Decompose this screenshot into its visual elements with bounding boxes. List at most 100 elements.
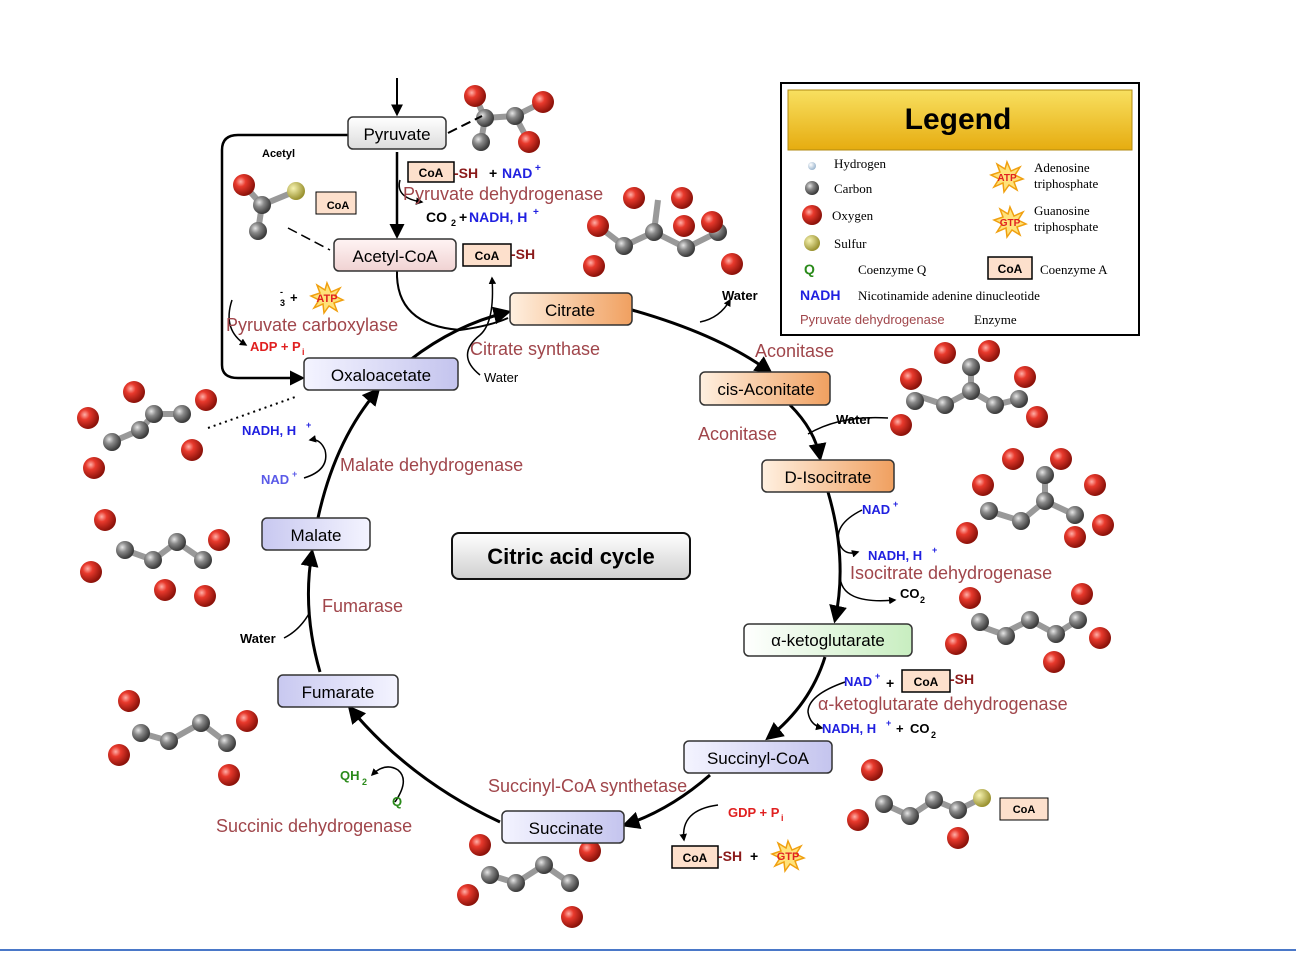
mdh-side-arrow [303, 435, 327, 479]
alpha-ketoglutarate-box[interactable] [743, 623, 913, 657]
coa-box-pdh [407, 161, 455, 183]
legend-enzyme-example: Pyruvate dehydrogenase [800, 312, 945, 327]
arrow-malate-to-oxaloacetate [316, 387, 381, 519]
sdh-q: Q [392, 794, 402, 809]
pdh-co2: CO [426, 209, 447, 225]
pc-adp-pi: ADP + P [250, 339, 301, 354]
idh-nad: NAD [862, 502, 890, 517]
oxaloacetate-molecule-connector [207, 395, 299, 429]
arrow-fumarate-to-malate [300, 548, 322, 673]
pc-pi-sub: i [302, 347, 305, 357]
pdh-side-arrow [398, 179, 424, 205]
enzyme-citrate-synthase: Citrate synthase [470, 339, 600, 359]
molecule-cis-aconitate [890, 340, 1048, 436]
pdh-nad-sup: + [535, 163, 541, 174]
mdh-nad: NAD [261, 472, 289, 487]
pyruvate-molecule-connector [447, 115, 483, 134]
legend-coenzyme-a: Coenzyme A [1040, 262, 1108, 277]
cis-aconitate-box[interactable] [699, 371, 831, 406]
scs-side-arrow [679, 804, 719, 842]
fumarase-water: Water [240, 631, 276, 646]
cycle-title: Citric acid cycle [487, 544, 655, 569]
d-isocitrate-box[interactable] [761, 459, 895, 493]
succinyl-coa-box[interactable] [683, 740, 833, 774]
akgdh-plus-2: + [896, 721, 904, 736]
scs-gtp: GTP [777, 851, 800, 863]
legend-oxygen: Oxygen [832, 208, 874, 223]
idh-nadh-sup: + [932, 545, 937, 555]
arrow-pyruvate-to-oxaloacetate [220, 133, 348, 386]
succinate-box[interactable] [501, 810, 625, 844]
legend-panel: Legend Hydrogen Carbon Oxygen Sulfur Q C… [780, 82, 1140, 336]
molecule-oxaloacetate [77, 381, 217, 479]
enzyme-pyruvate-dehydrogenase: Pyruvate dehydrogenase [403, 184, 603, 204]
enzyme-aconitase-1: Aconitase [755, 341, 834, 361]
carbon-icon [805, 181, 819, 195]
akgdh-nadh-sup: + [886, 718, 891, 728]
coa-scs-label: CoA [683, 851, 708, 865]
cs-sh: -SH [511, 246, 535, 262]
sdh-side-arrow [370, 766, 404, 803]
akgdh-co2: CO [910, 721, 930, 736]
succinyl-coa-coa-label: CoA [1013, 804, 1036, 816]
malate-box[interactable] [261, 517, 371, 551]
alpha-ketoglutarate-label: α-ketoglutarate [771, 631, 885, 650]
scs-sh: -SH [718, 848, 742, 864]
legend-hydrogen: Hydrogen [834, 156, 886, 171]
arrow-akg-to-succinylcoa [765, 656, 827, 741]
molecule-citrate [583, 187, 743, 277]
molecule-isocitrate [956, 448, 1114, 548]
acetyl-coa-box[interactable] [333, 238, 457, 272]
enzyme-succinyl-coa-synthetase: Succinyl-CoA synthetase [488, 776, 687, 796]
molecule-pyruvate [464, 85, 554, 153]
molecule-fumarate [108, 690, 258, 786]
coa-box-citrate-synthase [462, 243, 512, 267]
arrow-succinylcoa-to-succinate [621, 773, 711, 829]
legend-guanosine: Guanosine [1034, 203, 1090, 218]
enzyme-malate-dehydrogenase: Malate dehydrogenase [340, 455, 523, 475]
legend-nadh: Nicotinamide adenine dinucleotide [858, 288, 1040, 303]
legend-atp-symbol: ATP [997, 173, 1017, 184]
pyruvate-label: Pyruvate [363, 125, 430, 144]
hydrogen-icon [808, 162, 816, 170]
legend-carbon: Carbon [834, 181, 873, 196]
enzyme-akg-dehydrogenase: α-ketoglutarate dehydrogenase [818, 694, 1068, 714]
akgdh-nad-sup: + [875, 671, 880, 681]
enzyme-isocitrate-dehydrogenase: Isocitrate dehydrogenase [850, 563, 1052, 583]
oxaloacetate-label: Oxaloacetate [331, 366, 431, 385]
pdh-nadh-h: NADH, H [469, 209, 527, 225]
oxygen-icon [802, 205, 822, 225]
pdh-co2-sub: 2 [451, 218, 456, 228]
pdh-plus: + [489, 165, 497, 181]
pc-hco3-sup: - [280, 287, 283, 297]
oxaloacetate-box[interactable] [303, 357, 459, 391]
enzyme-aconitase-2: Aconitase [698, 424, 777, 444]
citrate-box[interactable] [509, 292, 633, 326]
fumarate-box[interactable] [277, 674, 399, 708]
molecule-acetyl [233, 174, 357, 240]
akgdh-co2-sub: 2 [931, 730, 936, 740]
pc-hco3-sub: 3 [280, 298, 285, 308]
arrow-succinate-to-fumarate [347, 705, 501, 824]
idh-co2: CO [900, 586, 920, 601]
akgdh-nadh-h: NADH, H [822, 721, 876, 736]
cycle-title-box [451, 532, 691, 580]
cis-aconitate-label: cis-Aconitate [717, 380, 814, 399]
molecule-malate [80, 509, 230, 607]
legend-gtp-symbol: GTP [1000, 218, 1021, 229]
coa-cs-label: CoA [475, 249, 500, 263]
coa-pdh-label: CoA [419, 166, 444, 180]
acetyl-coa-label: CoA [327, 200, 350, 212]
pdh-plus-2: + [459, 209, 467, 225]
idh-nad-arrow [837, 509, 863, 558]
sdh-qh2: QH [340, 768, 360, 783]
acetyl-coa-metabolite-label: Acetyl-CoA [352, 247, 438, 266]
pyruvate-box[interactable] [347, 116, 447, 150]
akgdh-side-arrow [807, 681, 846, 731]
legend-enzyme: Enzyme [974, 312, 1017, 327]
legend-sulfur: Sulfur [834, 236, 867, 251]
sulfur-icon [804, 235, 820, 251]
arrow-acetylcoa-to-citrate [395, 269, 509, 332]
legend-title: Legend [905, 103, 1012, 136]
d-isocitrate-label: D-Isocitrate [785, 468, 872, 487]
